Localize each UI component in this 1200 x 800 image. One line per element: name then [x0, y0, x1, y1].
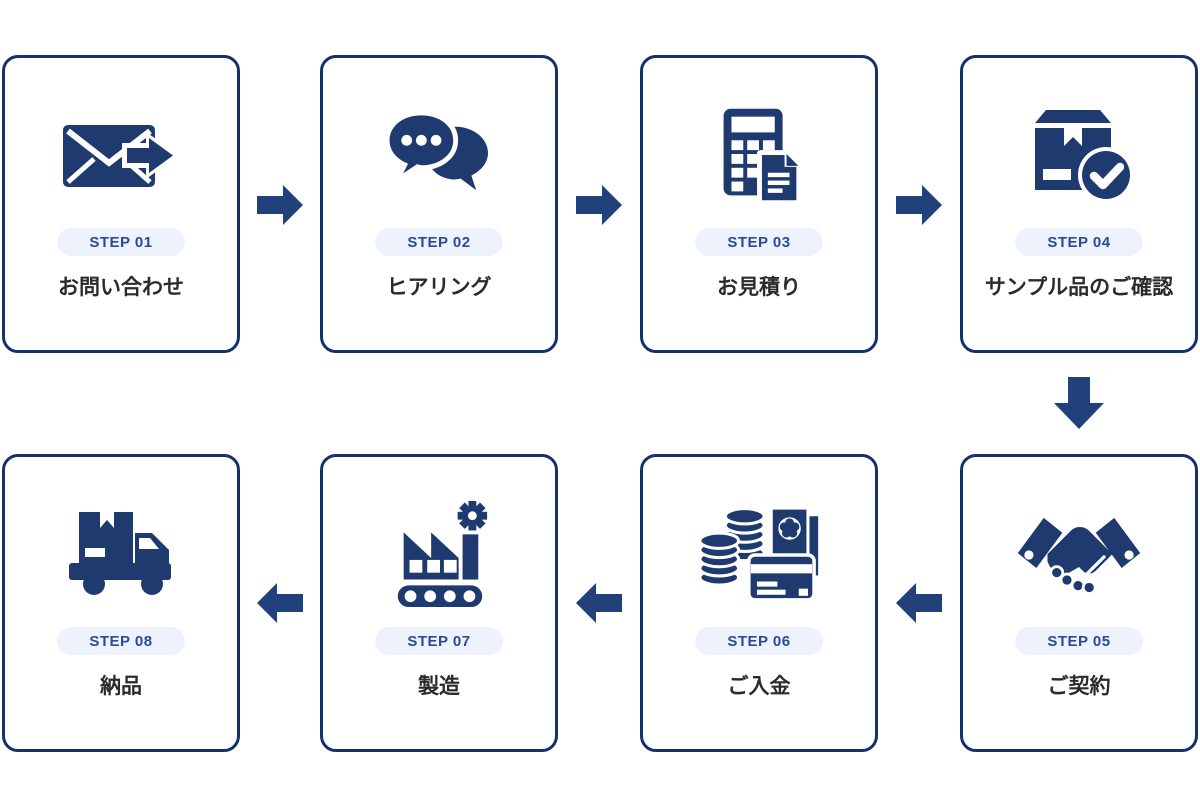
- step-icon-wrap: [1018, 100, 1140, 212]
- step-card-8: STEP 08 納品: [2, 454, 240, 752]
- step-card-1: STEP 01 お問い合わせ: [2, 55, 240, 353]
- chat-bubbles-icon: [384, 110, 488, 191]
- mail-send-icon: [63, 125, 179, 187]
- step-card-5: STEP 05 ご契約: [960, 454, 1198, 752]
- step-icon-wrap: [696, 499, 822, 611]
- step-card-7: STEP 07 製造: [320, 454, 558, 752]
- step-icon-wrap: [61, 499, 181, 611]
- flow-arrow-left-icon: [896, 583, 942, 623]
- flow-arrow-right-icon: [257, 185, 303, 225]
- step-badge: STEP 05: [1015, 627, 1143, 655]
- step-card-2: STEP 02 ヒアリング: [320, 55, 558, 353]
- step-badge: STEP 06: [695, 627, 823, 655]
- step-title: 納品: [100, 675, 142, 698]
- step-card-4: STEP 04 サンプル品のご確認: [960, 55, 1198, 353]
- step-title: お見積り: [717, 276, 801, 299]
- step-icon-wrap: [1014, 499, 1144, 611]
- step-card-6: STEP 06 ご入金: [640, 454, 878, 752]
- flow-arrow-right-icon: [896, 185, 942, 225]
- step-badge: STEP 08: [57, 627, 185, 655]
- step-icon-wrap: [380, 100, 498, 212]
- flow-arrow-left-icon: [576, 583, 622, 623]
- delivery-truck-icon: [69, 512, 171, 595]
- step-badge: STEP 03: [695, 228, 823, 256]
- handshake-icon: [1017, 517, 1141, 595]
- step-title: サンプル品のご確認: [984, 276, 1174, 299]
- step-title: お問い合わせ: [58, 276, 184, 299]
- step-card-3: STEP 03 お見積り: [640, 55, 878, 353]
- payment-icon: [698, 506, 819, 602]
- step-icon-wrap: [700, 100, 818, 212]
- step-badge: STEP 04: [1015, 228, 1143, 256]
- step-title: 製造: [418, 675, 460, 698]
- package-check-icon: [1035, 110, 1134, 203]
- step-title: ヒアリング: [386, 276, 492, 299]
- flow-arrow-right-icon: [576, 185, 622, 225]
- calculator-quote-icon: [723, 108, 801, 206]
- step-title: ご契約: [1047, 675, 1111, 698]
- step-badge: STEP 02: [375, 228, 503, 256]
- factory-icon: [397, 501, 488, 608]
- flow-arrow-left-icon: [257, 583, 303, 623]
- step-title: ご入金: [727, 675, 791, 698]
- step-icon-wrap: [61, 100, 181, 212]
- step-badge: STEP 07: [375, 627, 503, 655]
- flow-arrow-down-icon: [1054, 377, 1104, 429]
- step-icon-wrap: [380, 499, 498, 611]
- step-badge: STEP 01: [57, 228, 185, 256]
